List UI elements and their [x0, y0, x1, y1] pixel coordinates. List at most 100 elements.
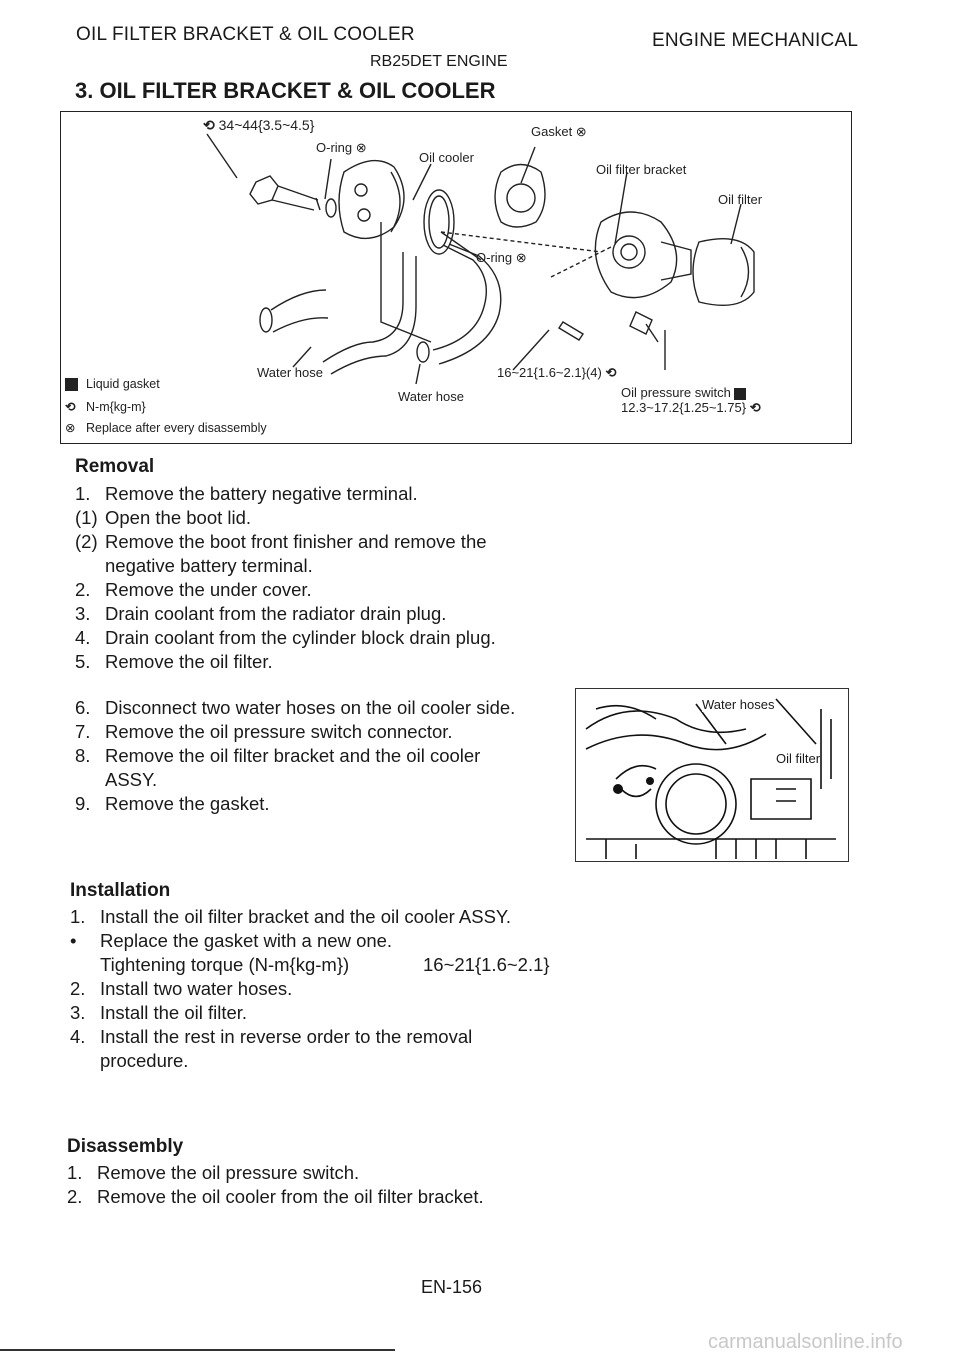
- oring-mid-label: O-ring ⊗: [476, 250, 527, 266]
- step-text: ASSY.: [105, 769, 158, 790]
- torque-value: 16~21{1.6~2.1}: [423, 954, 550, 975]
- step-num: 1.: [75, 483, 91, 504]
- step-num: 7.: [75, 721, 91, 742]
- step-num: 3.: [70, 1002, 86, 1023]
- step-num: 1.: [67, 1162, 83, 1183]
- list-item: 2. Remove the oil cooler from the oil fil…: [67, 1185, 484, 1209]
- step-num: 4.: [70, 1026, 86, 1047]
- removal-steps-continued: 6.Disconnect two water hoses on the oil …: [75, 696, 515, 816]
- step-num: 1.: [70, 906, 86, 927]
- disassembly-title: Disassembly: [67, 1136, 184, 1157]
- step-text: Replace the gasket with a new one.: [100, 930, 393, 951]
- step-text: Remove the oil cooler from the oil filte…: [97, 1186, 484, 1207]
- torque-switch-label: 12.3~17.2{1.25~1.75} ⟲: [621, 400, 761, 416]
- installation-steps: 1. Install the oil filter bracket and the…: [70, 905, 550, 1073]
- step-text: Remove the oil filter bracket and the oi…: [105, 745, 481, 766]
- step-text: Remove the boot front finisher and remov…: [105, 531, 487, 552]
- list-item: Tightening torque (N-m{kg-m}) 16~21{1.6~2…: [70, 953, 550, 977]
- step-text: Remove the oil filter.: [105, 651, 273, 672]
- step-num: 8.: [75, 745, 91, 766]
- list-item: 6.Disconnect two water hoses on the oil …: [75, 696, 515, 720]
- step-text: Tightening torque (N-m{kg-m}): [100, 954, 350, 975]
- watermark: carmanualsonline.info: [708, 1331, 903, 1353]
- torque-icon: ⟲: [605, 365, 617, 380]
- legend-text: Replace after every disassembly: [86, 421, 267, 435]
- step-text: Drain coolant from the cylinder block dr…: [105, 627, 496, 648]
- step-num: 5.: [75, 651, 91, 672]
- exploded-diagram: ⟲ 34~44{3.5~4.5} O-ring ⊗ Oil cooler Gas…: [60, 111, 852, 444]
- step-text: Drain coolant from the radiator drain pl…: [105, 603, 447, 624]
- diagram-drawing: [206, 133, 755, 385]
- removal-steps: 1.Remove the battery negative terminal. …: [75, 482, 496, 674]
- list-item: 7. Remove the oil pressure switch connect…: [75, 720, 515, 744]
- list-item: 4. Install the rest in reverse order to t…: [70, 1025, 511, 1049]
- replace-icon: ⊗: [352, 140, 367, 155]
- liquid-gasket-icon: [734, 387, 747, 400]
- list-item: 1. Remove the battery negative terminal.: [75, 482, 496, 506]
- replace-icon: ⊗: [65, 421, 76, 435]
- step-num: (2): [75, 531, 98, 552]
- step-num: (1): [75, 507, 98, 528]
- oil-cooler-label: Oil cooler: [419, 150, 474, 165]
- torque-switch-text: 12.3~17.2{1.25~1.75}: [621, 400, 747, 415]
- water-hose-left-label: Water hose: [257, 365, 323, 380]
- torque-bracket-label: 16~21{1.6~2.1}(4) ⟲: [497, 365, 616, 381]
- page-number: EN-156: [421, 1277, 483, 1297]
- water-hose-right-label: Water hose: [398, 389, 464, 404]
- step-num: 2.: [70, 978, 86, 999]
- list-item: 2. Remove the under cover.: [75, 578, 496, 602]
- list-item: 8. Remove the oil filter bracket and the …: [75, 744, 515, 768]
- disassembly-steps: 1. Remove the oil pressure switch. 2. Remo…: [67, 1161, 484, 1209]
- list-item: negative battery terminal.: [75, 554, 496, 578]
- torque-icon: ⟲: [749, 400, 761, 415]
- list-item: 1. Remove the oil pressure switch.: [67, 1161, 484, 1185]
- list-item: (2) Remove the boot front finisher and re…: [75, 530, 496, 554]
- step-text: Remove the oil pressure switch.: [97, 1162, 360, 1183]
- step-text: Install the rest in reverse order to the…: [100, 1026, 473, 1047]
- step-text: Install the oil filter bracket and the o…: [100, 906, 512, 927]
- list-item: 9.Remove the gasket.: [75, 792, 515, 816]
- step-num: 3.: [75, 603, 91, 624]
- step-text: negative battery terminal.: [105, 555, 313, 576]
- step-text: Install two water hoses.: [100, 978, 293, 999]
- removal-title: Removal: [75, 456, 155, 477]
- footer-divider: [0, 1349, 395, 1351]
- oil-filter-label: Oil filter: [718, 192, 763, 207]
- header-right-title: ENGINE MECHANICAL: [652, 30, 859, 51]
- step-text: Remove the under cover.: [105, 579, 312, 600]
- torque-bracket-text: 16~21{1.6~2.1}(4): [497, 365, 602, 380]
- engine-photo: Water hoses Oil filter: [575, 688, 849, 862]
- list-item: 5. Remove the oil filter.: [75, 650, 496, 674]
- header-engine: RB25DET ENGINE: [370, 53, 508, 70]
- step-num: •: [70, 930, 77, 951]
- liquid-gasket-icon: [65, 378, 78, 392]
- list-item: 3.Install the oil filter.: [70, 1001, 511, 1025]
- oil-filter-bracket-label: Oil filter bracket: [596, 162, 687, 177]
- gasket-label: Gasket ⊗: [531, 124, 587, 140]
- step-text: Remove the battery negative terminal.: [105, 483, 418, 504]
- list-item: 2. Install two water hoses.: [70, 977, 511, 1001]
- legend-text: N-m{kg-m}: [86, 400, 146, 414]
- torque-icon: ⟲: [203, 117, 215, 133]
- replace-icon: ⊗: [572, 124, 587, 139]
- section-title: 3. OIL FILTER BRACKET & OIL COOLER: [75, 78, 496, 103]
- torque-icon: ⟲: [65, 400, 76, 414]
- replace-icon: ⊗: [512, 250, 527, 265]
- oring-mid-text: O-ring: [476, 250, 513, 265]
- step-num: 2.: [67, 1186, 83, 1207]
- torque-icon-top-label: ⟲ 34~44{3.5~4.5}: [203, 117, 314, 134]
- step-num: 9.: [75, 793, 91, 814]
- step-text: procedure.: [100, 1050, 189, 1071]
- legend-liquid-gasket: Liquid gasket: [65, 377, 160, 392]
- engine-photo-drawing: [585, 698, 836, 859]
- list-item: procedure.: [70, 1049, 511, 1073]
- step-text: Remove the oil pressure switch connector…: [105, 721, 453, 742]
- torque-top: 34~44{3.5~4.5}: [218, 117, 315, 133]
- step-num: 2.: [75, 579, 91, 600]
- installation-title: Installation: [70, 880, 171, 901]
- oil-pressure-switch-label: Oil pressure switch: [621, 385, 747, 400]
- list-item: • Replace the gasket with a new one.: [70, 929, 511, 953]
- photo-label-oil-filter: Oil filter: [776, 751, 821, 766]
- legend-torque: ⟲ N-m{kg-m}: [65, 399, 146, 414]
- list-item: 3. Drain coolant from the radiator drain …: [75, 602, 496, 626]
